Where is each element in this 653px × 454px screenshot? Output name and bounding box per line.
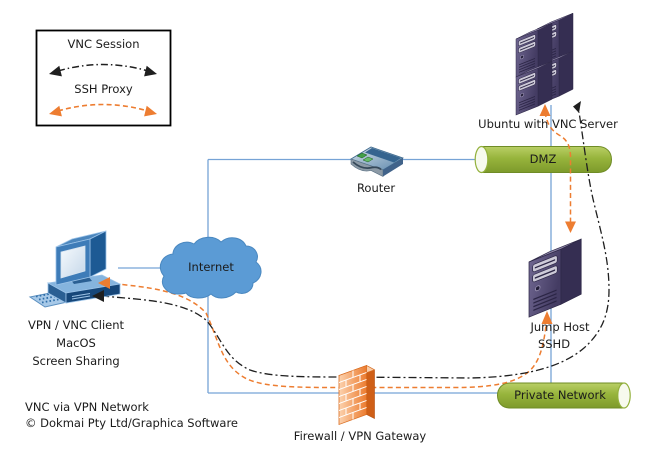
legend-ssh-proxy-arrow <box>57 103 149 112</box>
firewall-label: Firewall / VPN Gateway <box>293 428 427 443</box>
jump-host-label-line1: Jump Host <box>530 320 590 334</box>
legend-box <box>35 29 172 127</box>
vnc-server-label: Ubuntu with VNC Server <box>478 116 618 131</box>
diagram-title: VNC via VPN Network <box>25 399 149 414</box>
legend-vnc-session-label: VNC Session <box>67 36 140 51</box>
diagram-copyright: © Dokmai Pty Ltd/Graphica Software <box>25 415 238 430</box>
server-stack-icon <box>515 12 574 116</box>
router-label: Router <box>356 180 396 195</box>
legend-vnc-session-arrow <box>57 63 149 72</box>
dmz-zone-cylinder <box>474 145 613 174</box>
ssh-proxy-path-client-jumphost <box>105 282 548 389</box>
router-icon <box>350 146 404 177</box>
arrowheads <box>92 101 581 324</box>
firewall-icon <box>338 364 376 426</box>
jump-host-label-line2: SSHD <box>537 336 571 351</box>
dmz-label: DMZ <box>529 151 557 166</box>
client-label-line2: MacOS <box>56 335 96 350</box>
desktop-computer-icon <box>28 230 122 308</box>
ssh-arrowhead-server <box>539 104 551 116</box>
ssh-arrowhead-jumphost-bottom <box>541 311 553 324</box>
legend-ssh-proxy-label: SSH Proxy <box>74 81 133 96</box>
cloud-icon <box>159 236 262 299</box>
client-label-line3: Screen Sharing <box>32 353 120 368</box>
ssh-arrowhead-jumphost-top <box>565 221 576 233</box>
ssh-arrowhead-client <box>98 277 110 289</box>
vnc-session-path <box>100 111 610 379</box>
ssh-proxy-path-jumphost-server <box>544 111 572 225</box>
vnc-arrowhead-client <box>92 290 104 302</box>
client-label-line1: VPN / VNC Client <box>27 317 125 332</box>
internet-label: Internet <box>188 259 234 274</box>
jump-host-server-icon <box>528 238 582 318</box>
private-network-zone-cylinder <box>496 382 631 409</box>
private-network-label: Private Network <box>514 387 606 402</box>
vnc-arrowhead-server <box>573 101 581 113</box>
